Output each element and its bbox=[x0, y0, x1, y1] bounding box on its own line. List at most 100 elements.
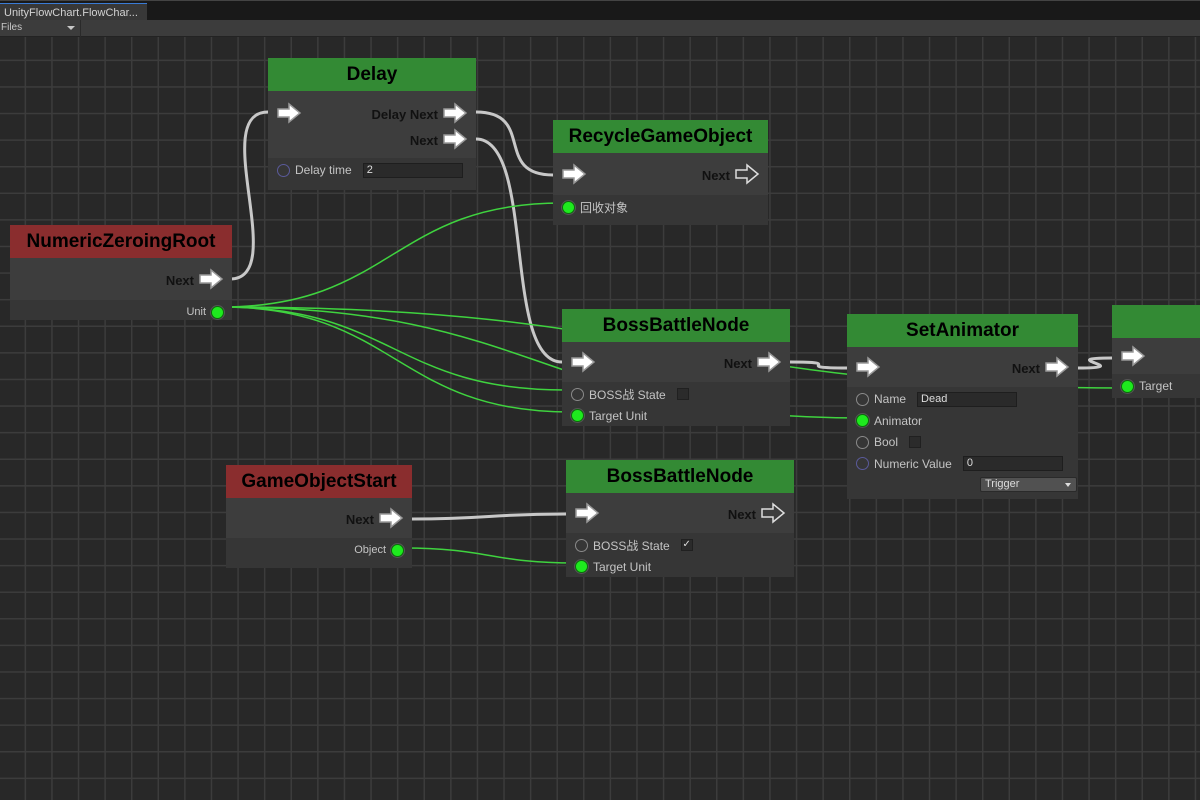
tab-flowchart[interactable]: UnityFlowChart.FlowChar... bbox=[0, 3, 147, 21]
files-label: Files bbox=[1, 22, 23, 33]
flow-output-port[interactable]: Delay Next bbox=[372, 102, 468, 127]
files-dropdown[interactable]: Files bbox=[0, 20, 81, 37]
field-label: Target Unit bbox=[593, 559, 652, 574]
field-row: Target bbox=[1112, 376, 1200, 396]
flow-input-port[interactable] bbox=[1120, 345, 1146, 370]
port-circle-icon[interactable] bbox=[571, 409, 584, 422]
port-label: Next bbox=[727, 507, 756, 522]
field-row: 回收对象 bbox=[553, 197, 768, 217]
field-input[interactable]: Dead bbox=[917, 391, 1018, 407]
field-input[interactable]: 2 bbox=[362, 162, 463, 178]
field-input[interactable]: 0 bbox=[962, 456, 1063, 471]
port-circle-icon[interactable] bbox=[391, 543, 404, 557]
arrow-right-icon bbox=[855, 356, 881, 381]
arrow-right-icon bbox=[574, 502, 600, 527]
port-circle-icon[interactable] bbox=[575, 560, 588, 573]
arrow-right-icon bbox=[1120, 345, 1146, 370]
field-checkbox[interactable]: ✓ bbox=[680, 539, 693, 551]
arrow-right-icon bbox=[378, 507, 404, 532]
field-label: Delay time bbox=[295, 163, 352, 177]
field-row: BOSS战 State bbox=[562, 384, 790, 404]
node-title[interactable]: SetAnimator bbox=[847, 314, 1078, 347]
flow-output-port[interactable]: Next bbox=[346, 507, 404, 532]
flow-input-port[interactable] bbox=[574, 502, 600, 527]
field-label: Object bbox=[354, 544, 386, 556]
field-label: Numeric Value bbox=[874, 456, 952, 471]
port-circle-icon[interactable] bbox=[571, 387, 584, 401]
field-row: Animator bbox=[847, 411, 1078, 431]
port-label: Next bbox=[345, 512, 374, 527]
node-title[interactable]: Delay bbox=[268, 58, 476, 91]
port-circle-icon[interactable] bbox=[856, 457, 869, 470]
port-circle-icon[interactable] bbox=[856, 392, 869, 406]
field-row: Target Unit bbox=[566, 557, 794, 577]
field-row: Bool bbox=[847, 432, 1078, 452]
field-label: Target bbox=[1139, 379, 1173, 393]
chevron-down-icon bbox=[67, 26, 75, 34]
node-title[interactable]: RecycleGameObject bbox=[553, 120, 768, 153]
flow-input-port[interactable] bbox=[855, 356, 881, 381]
node-title[interactable] bbox=[1112, 305, 1200, 338]
arrow-right-icon bbox=[1044, 356, 1070, 381]
port-label: Next bbox=[409, 133, 438, 148]
field-label: 回收对象 bbox=[580, 200, 629, 215]
arrow-right-icon bbox=[734, 163, 760, 188]
arrow-right-icon bbox=[442, 102, 468, 127]
field-row: Target Unit bbox=[562, 406, 790, 426]
node-title[interactable]: BossBattleNode bbox=[566, 460, 794, 493]
flow-output-port[interactable]: Next bbox=[410, 128, 468, 153]
port-circle-icon[interactable] bbox=[575, 538, 588, 552]
flow-output-port[interactable]: Next bbox=[728, 502, 786, 527]
node-title[interactable]: BossBattleNode bbox=[562, 309, 790, 342]
toolbar: Files bbox=[0, 20, 1200, 37]
field-checkbox[interactable] bbox=[676, 388, 689, 400]
trigger-dropdown[interactable]: Trigger bbox=[980, 477, 1077, 492]
flow-ports: Next bbox=[562, 342, 790, 382]
field-row: BOSS战 State ✓ bbox=[566, 535, 794, 555]
field-label: BOSS战 State bbox=[589, 387, 666, 402]
flow-output-port[interactable]: Next bbox=[166, 268, 224, 293]
node-title[interactable]: NumericZeroingRoot bbox=[10, 225, 232, 258]
port-circle-icon[interactable] bbox=[562, 200, 575, 214]
field-checkbox[interactable] bbox=[909, 436, 922, 448]
flow-output-port[interactable]: Next bbox=[702, 163, 760, 188]
port-circle-icon[interactable] bbox=[211, 305, 224, 319]
data-fields: BOSS战 State ✓ Target Unit bbox=[566, 533, 794, 577]
arrow-right-icon bbox=[442, 128, 468, 153]
port-circle-icon[interactable] bbox=[1121, 379, 1134, 393]
flow-input-port[interactable] bbox=[276, 102, 302, 127]
port-label: Next bbox=[165, 273, 194, 288]
field-row: Object bbox=[226, 540, 412, 560]
arrow-right-icon bbox=[198, 268, 224, 293]
flow-output-port[interactable]: Next bbox=[1012, 356, 1070, 381]
node-partial[interactable]: Target bbox=[1112, 305, 1200, 398]
field-label: Bool bbox=[874, 435, 899, 449]
flow-ports: Next bbox=[226, 498, 412, 538]
flow-ports bbox=[1112, 338, 1200, 374]
arrow-right-icon bbox=[570, 351, 596, 376]
data-fields: 回收对象 bbox=[553, 195, 768, 225]
node-title[interactable]: GameObjectStart bbox=[226, 465, 412, 498]
port-circle-icon[interactable] bbox=[277, 163, 290, 177]
data-fields: Object bbox=[226, 538, 412, 568]
flow-input-port[interactable] bbox=[570, 351, 596, 376]
field-label: BOSS战 State bbox=[593, 538, 670, 553]
arrow-right-icon bbox=[561, 163, 587, 188]
port-circle-icon[interactable] bbox=[856, 435, 869, 449]
data-fields: Delay time 2 bbox=[268, 158, 476, 190]
port-label: Delay Next bbox=[371, 107, 438, 122]
flow-input-port[interactable] bbox=[561, 163, 587, 188]
flow-output-port[interactable]: Next bbox=[724, 351, 782, 376]
port-label: Next bbox=[723, 356, 752, 371]
port-circle-icon[interactable] bbox=[856, 414, 869, 427]
